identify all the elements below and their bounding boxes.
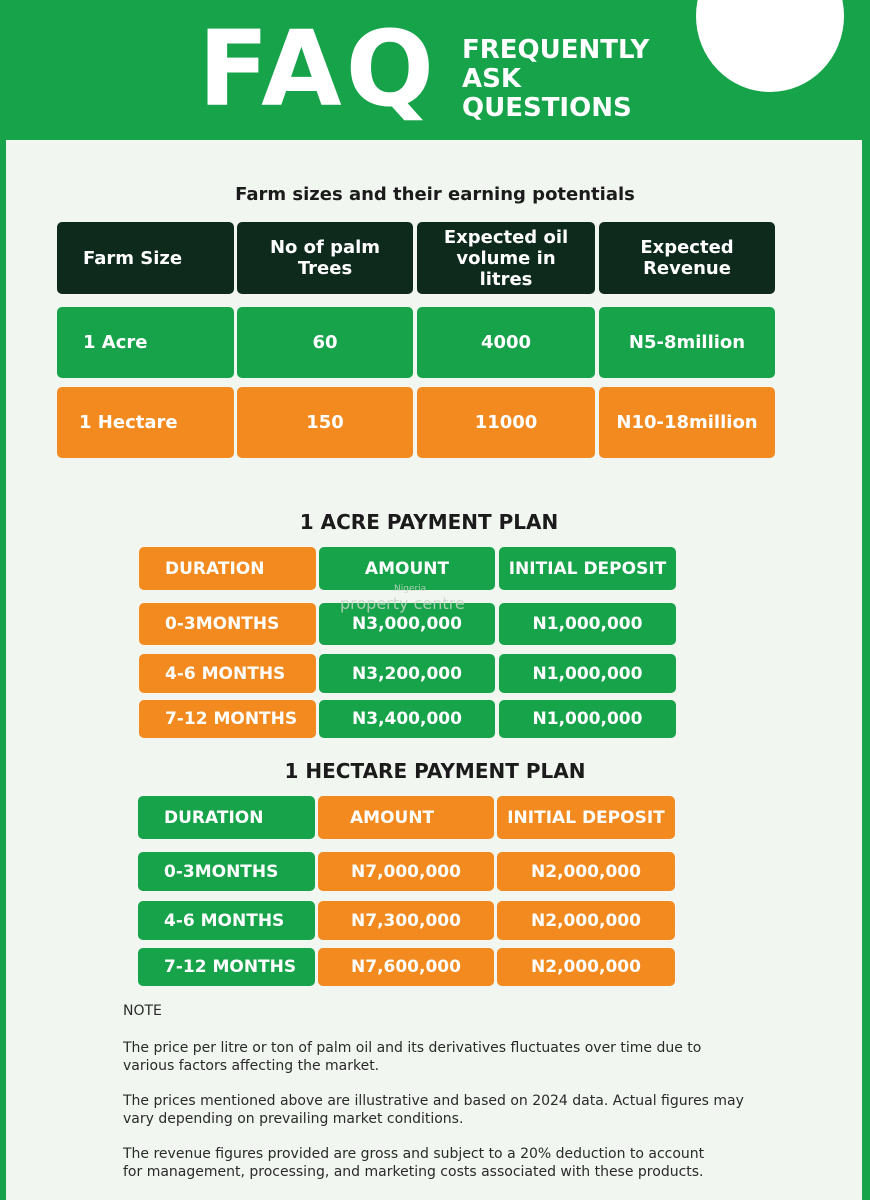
hectare-row-amount: N7,600,000 — [318, 948, 494, 986]
right-border — [862, 0, 870, 1200]
hectare-row-deposit: N2,000,000 — [497, 852, 675, 891]
faq-sub-line: QUESTIONS — [462, 93, 632, 123]
hectare-row-deposit: N2,000,000 — [497, 948, 675, 986]
farm-row-acre-revenue: N5-8million — [599, 307, 775, 378]
decorative-circle — [696, 0, 844, 92]
acre-row-amount: N3,000,000 — [319, 603, 495, 645]
left-border — [0, 0, 6, 1200]
acre-row-duration: 4-6 MONTHS — [139, 654, 316, 693]
farm-header-oil: Expected oil volume in litres — [417, 222, 595, 294]
farm-row-hectare-revenue: N10-18million — [599, 387, 775, 458]
page-background — [6, 0, 862, 1200]
faq-sub-line: ASK — [462, 64, 521, 94]
hectare-header-deposit: INITIAL DEPOSIT — [497, 796, 675, 839]
hectare-row-duration: 0-3MONTHS — [138, 852, 315, 891]
farm-header-trees: No of palm Trees — [237, 222, 413, 294]
acre-row-duration: 0-3MONTHS — [139, 603, 316, 645]
acre-row-deposit: N1,000,000 — [499, 654, 676, 693]
hectare-header-duration: DURATION — [138, 796, 315, 839]
note-paragraph: The prices mentioned above are illustrat… — [123, 1093, 744, 1127]
faq-sub-line: FREQUENTLY — [462, 35, 650, 65]
acre-row-duration: 7-12 MONTHS — [139, 700, 316, 738]
farm-row-acre-oil: 4000 — [417, 307, 595, 378]
farm-row-hectare-size: 1 Hectare — [57, 387, 234, 458]
acre-plan-title: 1 ACRE PAYMENT PLAN — [299, 510, 559, 534]
note-paragraph: The revenue figures provided are gross a… — [123, 1146, 705, 1180]
farm-header-revenue: Expected Revenue — [599, 222, 775, 294]
note-paragraph: The price per litre or ton of palm oil a… — [123, 1040, 702, 1074]
acre-row-amount: N3,400,000 — [319, 700, 495, 738]
hectare-row-duration: 7-12 MONTHS — [138, 948, 315, 986]
hectare-row-deposit: N2,000,000 — [497, 901, 675, 940]
faq-heading: FAQ — [198, 8, 439, 130]
acre-row-amount: N3,200,000 — [319, 654, 495, 693]
header-banner: FAQ FREQUENTLY ASK QUESTIONS — [0, 0, 870, 140]
acre-header-duration: DURATION — [139, 547, 316, 590]
farm-header-size: Farm Size — [57, 222, 234, 294]
acre-row-deposit: N1,000,000 — [499, 603, 676, 645]
hectare-row-duration: 4-6 MONTHS — [138, 901, 315, 940]
note-title: NOTE — [123, 1003, 162, 1019]
faq-subheading: FREQUENTLY ASK QUESTIONS — [462, 36, 649, 123]
farm-row-acre-trees: 60 — [237, 307, 413, 378]
acre-header-amount: AMOUNT — [319, 547, 495, 590]
acre-header-deposit: INITIAL DEPOSIT — [499, 547, 676, 590]
hectare-row-amount: N7,300,000 — [318, 901, 494, 940]
hectare-plan-title: 1 HECTARE PAYMENT PLAN — [284, 759, 586, 783]
farm-row-hectare-oil: 11000 — [417, 387, 595, 458]
farm-row-hectare-trees: 150 — [237, 387, 413, 458]
hectare-row-amount: N7,000,000 — [318, 852, 494, 891]
farm-table-title: Farm sizes and their earning potentials — [235, 184, 635, 205]
hectare-header-amount: AMOUNT — [318, 796, 494, 839]
acre-row-deposit: N1,000,000 — [499, 700, 676, 738]
farm-row-acre-size: 1 Acre — [57, 307, 234, 378]
